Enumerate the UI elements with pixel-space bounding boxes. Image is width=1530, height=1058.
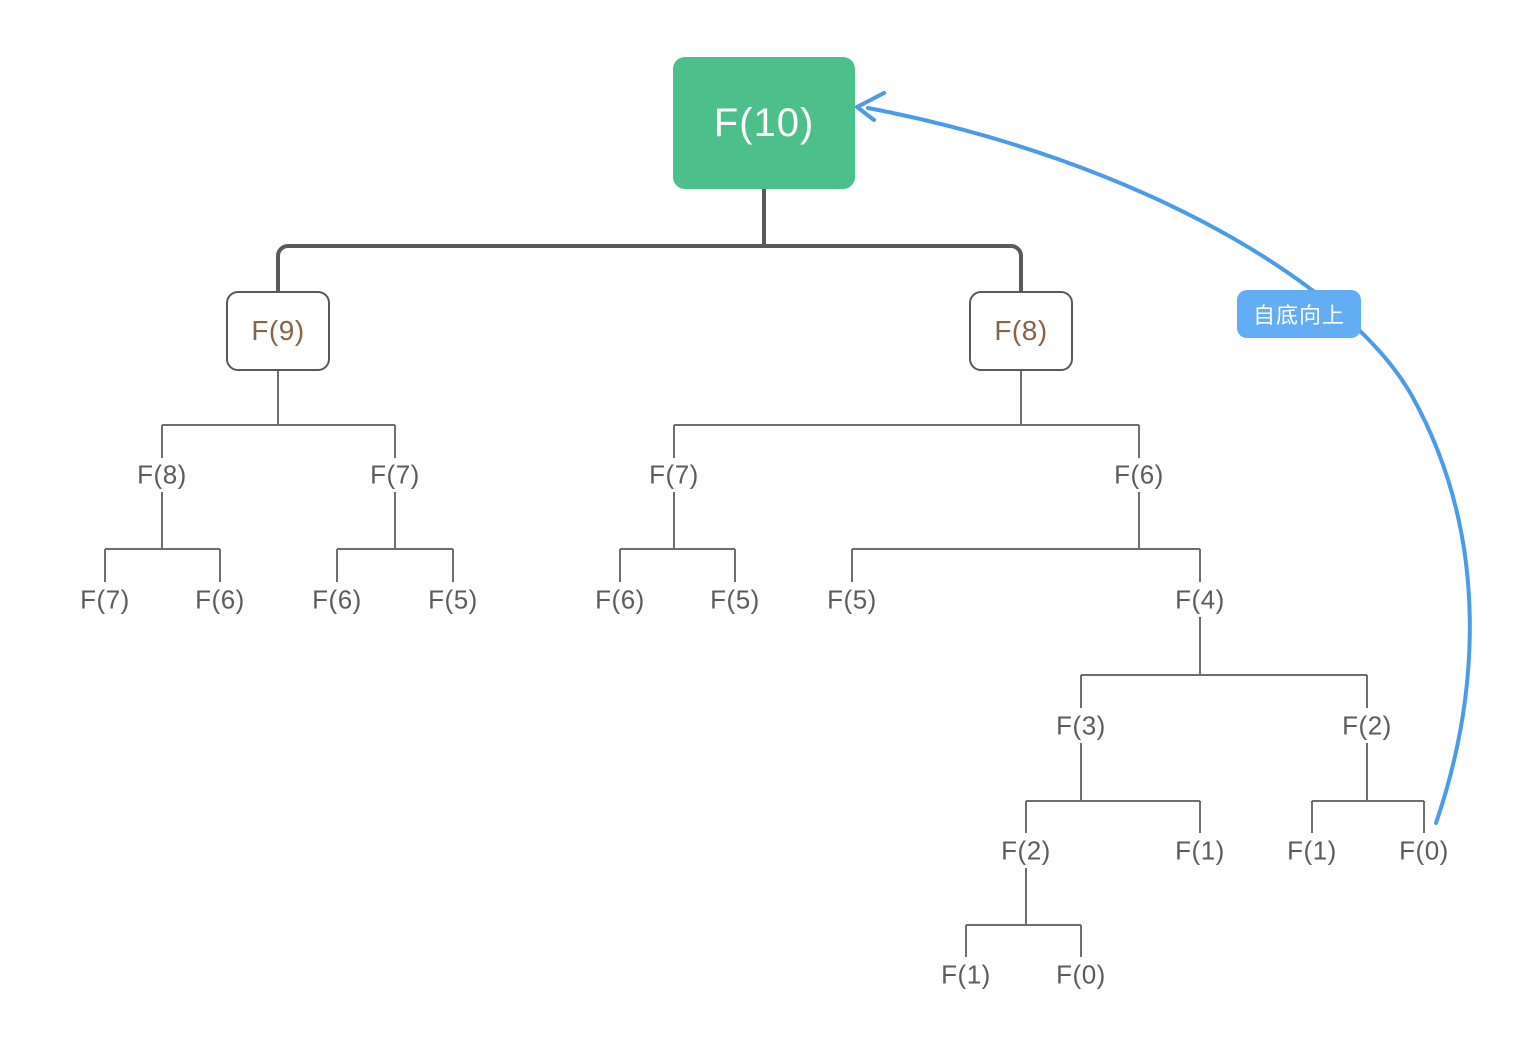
node-l7-1: F(0)	[1056, 959, 1106, 990]
edge-group-level4	[1080, 617, 1368, 708]
node-l6-1: F(1)	[1175, 835, 1225, 866]
node-l5-0: F(3)	[1056, 710, 1106, 741]
node-f9-label: F(9)	[251, 315, 305, 346]
node-l6-2: F(1)	[1287, 835, 1337, 866]
edge-group-root	[276, 187, 1023, 295]
bottom-up-arrow-path	[866, 106, 1472, 825]
edge-group-level5	[1025, 743, 1425, 833]
node-l4-2: F(6)	[312, 584, 362, 615]
annotation-bottom-up: 自底向上	[1236, 290, 1362, 338]
edge-group-level3	[104, 492, 1201, 582]
annotation-bottom-up-label: 自底向上	[1252, 303, 1346, 328]
node-l4-7: F(4)	[1175, 584, 1225, 615]
edge-group-level2	[161, 369, 1140, 458]
node-f8[interactable]: F(8)	[969, 291, 1073, 371]
node-l3-1: F(7)	[370, 459, 420, 490]
bottom-up-arrow-head	[855, 91, 886, 122]
node-l3-2: F(7)	[649, 459, 699, 490]
node-f8-label: F(8)	[994, 315, 1048, 346]
node-l3-3: F(6)	[1114, 459, 1164, 490]
node-l4-5: F(5)	[710, 584, 760, 615]
node-l5-1: F(2)	[1342, 710, 1392, 741]
edge-root-to-f8	[762, 244, 1023, 295]
edge-root-to-f9	[276, 244, 766, 295]
edge-group-level6	[965, 868, 1082, 957]
node-l6-3: F(0)	[1399, 835, 1449, 866]
node-root-f10-label: F(10)	[713, 100, 815, 145]
node-f9[interactable]: F(9)	[226, 291, 330, 371]
node-root-f10[interactable]: F(10)	[673, 57, 855, 189]
node-l7-0: F(1)	[941, 959, 991, 990]
node-l4-6: F(5)	[827, 584, 877, 615]
bottom-up-arrow	[855, 91, 1472, 825]
node-l4-3: F(5)	[428, 584, 478, 615]
node-l4-0: F(7)	[80, 584, 130, 615]
node-l4-4: F(6)	[595, 584, 645, 615]
node-l6-0: F(2)	[1001, 835, 1051, 866]
node-l4-1: F(6)	[195, 584, 245, 615]
node-l3-0: F(8)	[137, 459, 187, 490]
